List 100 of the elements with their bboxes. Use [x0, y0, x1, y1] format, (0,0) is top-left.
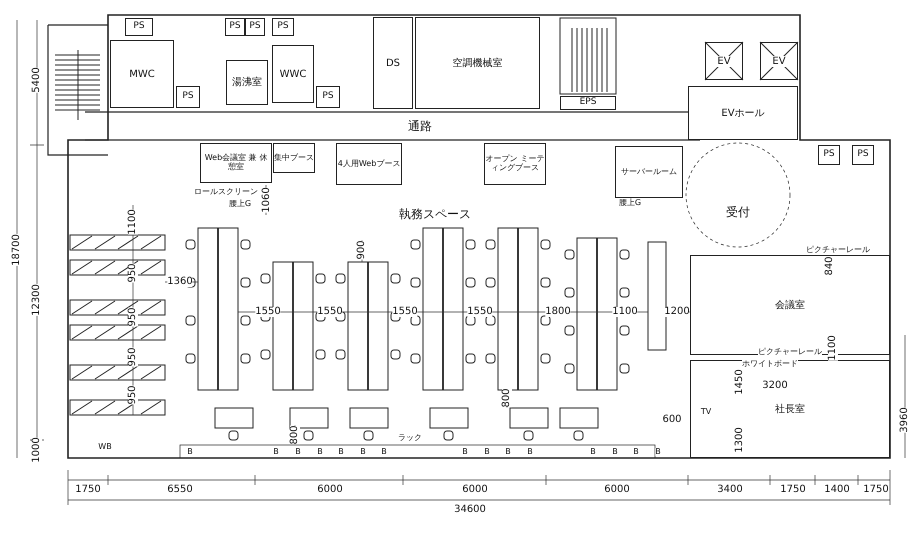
locker-label: B — [590, 448, 596, 456]
locker-label: B — [295, 448, 301, 456]
room-outline — [110, 40, 174, 108]
dimension-label: 840 — [825, 256, 835, 276]
note-label: ラック — [398, 434, 422, 442]
dimension-label: 6000 — [317, 485, 343, 495]
dimension-label: 1100 — [612, 307, 638, 317]
room-outline — [415, 17, 540, 109]
room-name: MWC — [129, 68, 155, 80]
dimension-label: 1750 — [75, 485, 101, 495]
note-label: 腰上G — [228, 200, 252, 208]
dimension-label: 1800 — [545, 307, 571, 317]
dimension-label: 950 — [128, 263, 138, 283]
dimension-label: 1750 — [863, 485, 889, 495]
room-name: 社長室 — [775, 404, 805, 414]
area-label: 受付 — [726, 206, 750, 218]
area-label: 通路 — [408, 120, 432, 132]
locker-label: B — [381, 448, 387, 456]
locker-label: B — [612, 448, 618, 456]
locker-label: B — [462, 448, 468, 456]
note-label: ホワイトボード — [742, 360, 798, 368]
shaft-outline — [176, 86, 200, 108]
dimension-label: 3960 — [900, 407, 910, 433]
dimension-label: 34600 — [454, 505, 486, 515]
dimension-label: 900 — [357, 240, 367, 260]
locker-label: B — [360, 448, 366, 456]
room-outline — [615, 146, 683, 198]
dimension-label: 1100 — [828, 335, 838, 361]
locker-label: B — [273, 448, 279, 456]
shaft-outline — [245, 18, 265, 36]
dimension-label: 12300 — [32, 284, 42, 316]
dimension-label: 1400 — [824, 485, 850, 495]
booth-outline — [336, 143, 402, 185]
room-name: 4人用Webブース — [338, 160, 400, 168]
dimension-label: 1550 — [255, 307, 281, 317]
dimension-label: 3400 — [717, 485, 743, 495]
dimension-label: 1550 — [317, 307, 343, 317]
locker-label: B — [505, 448, 511, 456]
shaft-outline — [125, 18, 153, 36]
room-name: 湯沸室 — [232, 77, 262, 88]
dimension-label: 6000 — [604, 485, 630, 495]
locker-label: B — [633, 448, 639, 456]
room-name: オープン ミーティングブース — [485, 155, 545, 173]
dimension-label: 1750 — [780, 485, 806, 495]
shaft-outline — [852, 145, 874, 165]
note-label: ピクチャーレール — [806, 246, 870, 254]
dimension-label: 1100 — [128, 209, 138, 235]
dimension-label: 1450 — [735, 369, 745, 395]
shaft-outline — [560, 96, 616, 110]
room-name: EV — [717, 56, 731, 66]
room-outline — [688, 86, 798, 140]
note-label: 腰上G — [618, 199, 642, 207]
room-name: WWC — [280, 68, 306, 80]
dimension-label: 950 — [128, 385, 138, 405]
locker-label: B — [655, 448, 661, 456]
dimension-label: 1360 — [167, 277, 193, 287]
dimension-label: 1060 — [262, 187, 272, 213]
dimension-label: 6550 — [167, 485, 193, 495]
dimension-label: 1550 — [392, 307, 418, 317]
area-label: 執務スペース — [399, 208, 471, 220]
room-name: EV — [772, 56, 786, 66]
room-outline — [373, 17, 413, 109]
room-name: EVホール — [721, 108, 765, 118]
room-name: 空調機械室 — [452, 58, 502, 68]
dimension-label: 3200 — [762, 381, 788, 391]
note-label: WB — [98, 443, 112, 451]
locker-label: B — [338, 448, 344, 456]
room-name: 集中ブース — [274, 154, 314, 162]
elevator-shaft-outline — [705, 42, 743, 80]
shaft-outline — [225, 18, 245, 36]
dimension-label: 950 — [128, 347, 138, 367]
dimension-label: 6000 — [462, 485, 488, 495]
note-label: ロールスクリーン — [194, 188, 258, 196]
room-name: 会議室 — [775, 300, 805, 310]
dimension-label: 1300 — [735, 427, 745, 453]
locker-label: B — [527, 448, 533, 456]
locker-label: B — [317, 448, 323, 456]
room-name: サーバールーム — [621, 168, 677, 176]
room-outline — [200, 143, 272, 183]
dimension-label: 1550 — [467, 307, 493, 317]
dimension-label: 5400 — [32, 67, 42, 93]
dimension-label: 1000 — [32, 437, 42, 463]
shaft-outline — [272, 18, 294, 36]
dimension-label: 600 — [662, 415, 682, 425]
room-outline — [690, 360, 890, 458]
note-label: TV — [700, 408, 712, 416]
room-outline — [226, 60, 268, 105]
shaft-outline — [818, 145, 840, 165]
locker-label: B — [484, 448, 490, 456]
room-outline — [272, 45, 314, 103]
note-label: ピクチャーレール — [758, 348, 822, 356]
booth-outline — [273, 143, 315, 173]
elevator-shaft-outline — [760, 42, 798, 80]
shaft-outline — [316, 86, 340, 108]
dimension-label: 800 — [290, 425, 300, 445]
booth-outline — [484, 143, 546, 185]
room-name: DS — [386, 58, 400, 68]
dimension-label: 1200 — [664, 307, 690, 317]
dimension-label: 18700 — [12, 234, 22, 266]
dimension-label: 950 — [128, 307, 138, 327]
